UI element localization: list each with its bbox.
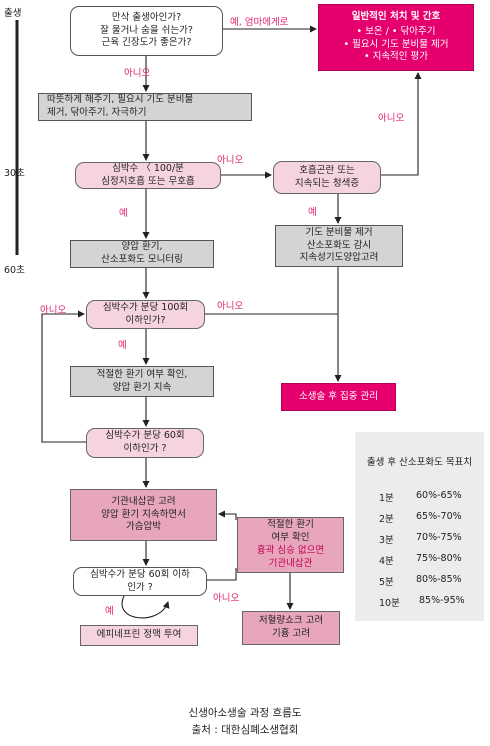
intubate-line-3: 가슴압박 (126, 521, 161, 533)
spo2-row-range: 75%-80% (416, 553, 462, 564)
routine-line-3: • 지속적인 평가 (363, 51, 429, 63)
label-no-3: 아니오 (217, 301, 244, 312)
labored-line-1: 호흡곤란 또는 (299, 164, 355, 176)
label-no-right: 아니오 (378, 113, 405, 124)
shock-node: 저혈량쇼크 고려 기흉 고려 (242, 611, 340, 645)
heart-rate-60-second-node: 심박수가 분당 60회 이하 인가 ? (73, 567, 207, 596)
routine-line-2: • 필요시 기도 분비물 제거 (343, 38, 449, 50)
label-no-2: 아니오 (217, 155, 244, 166)
routine-care-node: 일반적인 처치 및 간호 • 보온 / • 닦아주기 • 필요시 기도 분비물 … (318, 4, 474, 71)
labored-line-2: 지속되는 청색증 (294, 177, 360, 189)
spo2-row-time: 1분 (379, 493, 394, 504)
heart-rate-check-line-2: 심정지호흡 또는 무호흡 (101, 175, 195, 187)
timeline-birth: 출생 (4, 8, 22, 19)
intubation-node: 기관내삽관 고려 양압 환기 지속하면서 가슴압박 (70, 489, 217, 541)
hr60b-line-1: 심박수가 분당 60회 이하 (90, 568, 190, 580)
spo2-row-range: 60%-65% (416, 490, 462, 501)
label-no-left: 아니오 (40, 305, 67, 316)
heart-rate-check-line-1: 심박수 〈 100/분 (112, 162, 184, 174)
postcare-label: 소생술 후 집중 관리 (299, 390, 378, 402)
spo2-row-range: 85%-95% (419, 595, 465, 606)
figure-caption-source: 출처 : 대한심폐소생협회 (191, 724, 299, 736)
heart-rate-check-node: 심박수 〈 100/분 심정지호흡 또는 무호흡 (75, 162, 221, 189)
spo2-row-time: 4분 (379, 556, 394, 567)
label-yes-2: 예 (308, 207, 317, 218)
airway-line-1: 기도 분비물 제거 (305, 226, 373, 238)
hr60b-line-2: 인가 ? (127, 581, 153, 593)
label-no-1: 아니오 (124, 68, 151, 79)
label-yes-4: 예 (105, 606, 114, 617)
spo2-table-title: 출생 후 산소포화도 목표치 (366, 457, 473, 468)
hr60a-line-1: 심박수가 분당 60회 (105, 430, 185, 442)
spo2-row-range: 80%-85% (416, 574, 462, 585)
label-yes-1: 예 (119, 208, 128, 219)
airway-line-2: 산소포화도 감시 (306, 239, 372, 251)
initial-steps-line-1: 따뜻하게 해주기, 필요시 기도 분비물 (47, 94, 194, 106)
assess-line-1: 만삭 출생아인가? (111, 11, 182, 23)
vent-check2-line-1: 적절한 환기 (267, 519, 314, 531)
ppv-line-1: 양압 환기, (121, 241, 163, 253)
epinephrine-node: 에피네프린 정맥 투여 (80, 625, 198, 646)
heart-rate-60-node: 심박수가 분당 60회 이하인가 ? (86, 428, 204, 458)
intubate-line-2: 양압 환기 지속하면서 (101, 508, 186, 520)
heart-rate-100-node: 심박수가 분당 100회 이하인가? (86, 300, 205, 329)
timeline-30s: 30초 (4, 168, 25, 179)
label-no-4: 아니오 (213, 593, 240, 604)
spo2-row-range: 65%-70% (416, 511, 462, 522)
shock-line-2: 기흉 고려 (272, 628, 310, 639)
initial-steps-node: 따뜻하게 해주기, 필요시 기도 분비물 제거, 닦아주기, 자극하기 (38, 93, 252, 121)
spo2-row-time: 5분 (379, 577, 394, 588)
airway-line-3: 지속성기도양압고려 (299, 252, 379, 264)
hr100-line-1: 심박수가 분당 100회 (102, 301, 189, 313)
ventilation-check-2-node: 적절한 환기 여부 확인 흉곽 심승 없으면 기관내삽관 (237, 517, 344, 573)
labored-breathing-node: 호흡곤란 또는 지속되는 청색증 (273, 161, 381, 194)
routine-title: 일반적인 처치 및 간호 (351, 10, 441, 22)
vent-check2-line-2: 여부 확인 (271, 532, 310, 544)
ventilation-check-node: 적절한 환기 여부 확인, 양압 환기 지속 (70, 366, 214, 397)
shock-line-1: 저혈량쇼크 고려 (258, 615, 324, 627)
vent-check2-line-3: 흉곽 심승 없으면 (256, 545, 325, 556)
vent-check-line-1: 적절한 환기 여부 확인, (96, 368, 188, 380)
spo2-row-time: 3분 (379, 535, 394, 546)
vent-check-line-2: 양압 환기 지속 (112, 381, 172, 393)
vent-check2-line-4: 기관내삽관 (268, 557, 313, 569)
assess-line-3: 근육 긴장도가 좋은가? (101, 37, 192, 49)
assess-node: 만삭 출생아인가? 잘 울거나 숨을 쉬는가? 근육 긴장도가 좋은가? (70, 6, 223, 56)
assess-line-2: 잘 울거나 숨을 쉬는가? (100, 24, 193, 36)
post-resuscitation-care-node: 소생술 후 집중 관리 (281, 383, 396, 411)
label-yes-3: 예 (118, 340, 127, 351)
initial-steps-line-2: 제거, 닦아주기, 자극하기 (47, 107, 147, 118)
spo2-row-range: 70%-75% (416, 532, 462, 543)
ppv-line-2: 산소포화도 모니터링 (101, 254, 183, 265)
routine-line-1: • 보온 / • 닦아주기 (356, 25, 436, 37)
spo2-row-time: 10분 (379, 598, 400, 609)
spo2-row-time: 2분 (379, 514, 394, 525)
epi-label: 에피네프린 정맥 투여 (96, 629, 182, 641)
airway-node: 기도 분비물 제거 산소포화도 감시 지속성기도양압고려 (275, 225, 403, 267)
timeline-60s: 60초 (4, 265, 25, 276)
figure-caption-title: 신생아소생술 과정 흐름도 (188, 707, 302, 719)
spo2-target-table: 출생 후 산소포화도 목표치 1분 60%-65% 2분 65%-70% 3분 … (355, 432, 484, 621)
intubate-line-1: 기관내삽관 고려 (111, 495, 176, 507)
ppv-node: 양압 환기, 산소포화도 모니터링 (70, 240, 214, 268)
hr100-line-2: 이하인가? (125, 314, 166, 326)
label-yes-to-mother: 예, 엄마에게로 (230, 17, 289, 28)
hr60a-line-2: 이하인가 ? (123, 443, 167, 454)
